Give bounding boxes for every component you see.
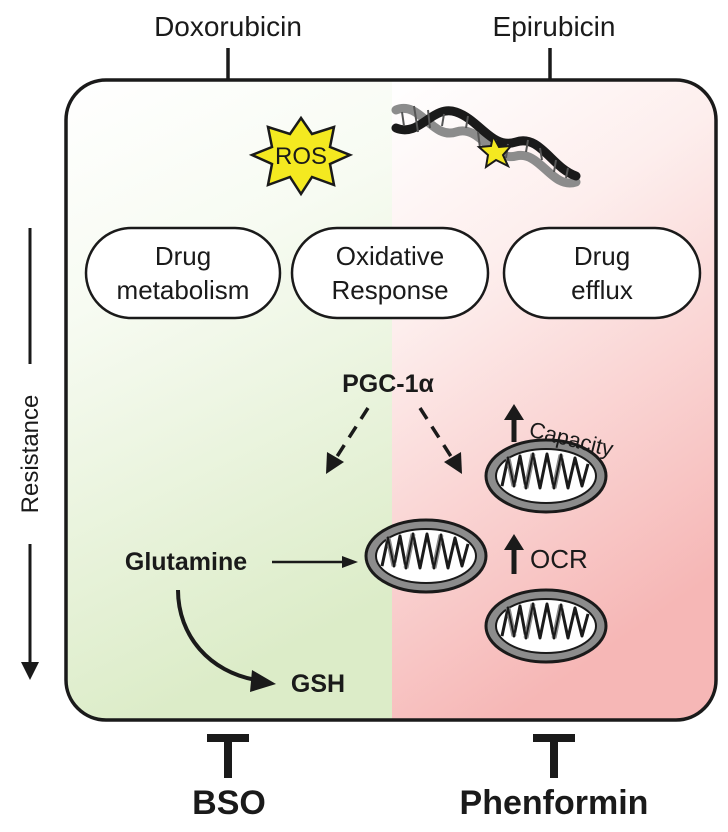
bso-t-stem <box>224 738 232 778</box>
ocr-label: OCR <box>530 544 588 574</box>
bso-label: BSO <box>192 784 266 822</box>
ros-label: ROS <box>275 143 327 170</box>
pgc-to-gsh-arrow-head <box>326 452 344 474</box>
pill-line-1: Drug <box>155 241 211 271</box>
pill-shape <box>290 226 490 320</box>
pill-drug-metabolism: Drug metabolism <box>84 226 282 320</box>
phenformin-inhibitor: Phenformin <box>460 734 649 822</box>
pill-line-2: efflux <box>571 275 633 305</box>
phenformin-label: Phenformin <box>460 784 649 822</box>
pill-line-2: metabolism <box>117 275 250 305</box>
bso-inhibitor: BSO <box>192 734 266 822</box>
epirubicin-label: Epirubicin <box>493 11 616 42</box>
pgc-to-mito-dashed-arrow <box>418 407 454 459</box>
pill-line-1: Oxidative <box>336 241 444 271</box>
glutamine-to-gsh-arrow-head <box>250 670 276 692</box>
ocr-up-arrow-head <box>504 534 524 550</box>
dna-helix-icon <box>391 103 581 188</box>
pgc-to-gsh-dashed-arrow <box>334 407 370 459</box>
pgc-to-mito-arrow-head <box>444 452 462 474</box>
pill-shape <box>84 226 282 320</box>
pill-line-1: Drug <box>574 241 630 271</box>
gsh-label: GSH <box>291 670 345 698</box>
mitochondrion-ocr-icon <box>486 590 606 662</box>
cell-background <box>66 80 716 720</box>
resistance-arrow-head <box>21 662 39 680</box>
doxorubicin-label: Doxorubicin <box>154 11 302 42</box>
pill-oxidative-response: Oxidative Response <box>290 226 490 320</box>
pill-drug-efflux: Drug efflux <box>502 226 702 320</box>
cell-outline <box>64 78 718 722</box>
mitochondrion-center-icon <box>366 520 486 592</box>
glutamine-to-mito-arrow-head <box>342 556 358 568</box>
glutamine-to-gsh-arrow <box>176 589 257 682</box>
phenformin-t-stem <box>550 738 558 778</box>
pill-shape <box>502 226 702 320</box>
glutamine-label: Glutamine <box>125 548 247 576</box>
pgc1a-label: PGC-1α <box>342 370 434 398</box>
left-panel <box>66 80 392 720</box>
pill-line-2: Response <box>331 275 448 305</box>
dna-damage-star-icon <box>476 133 514 170</box>
ros-star: ROS <box>248 115 354 197</box>
capacity-up-arrow-head <box>504 404 524 420</box>
resistance-label: Resistance <box>17 395 44 514</box>
ros-star-icon <box>248 115 354 197</box>
